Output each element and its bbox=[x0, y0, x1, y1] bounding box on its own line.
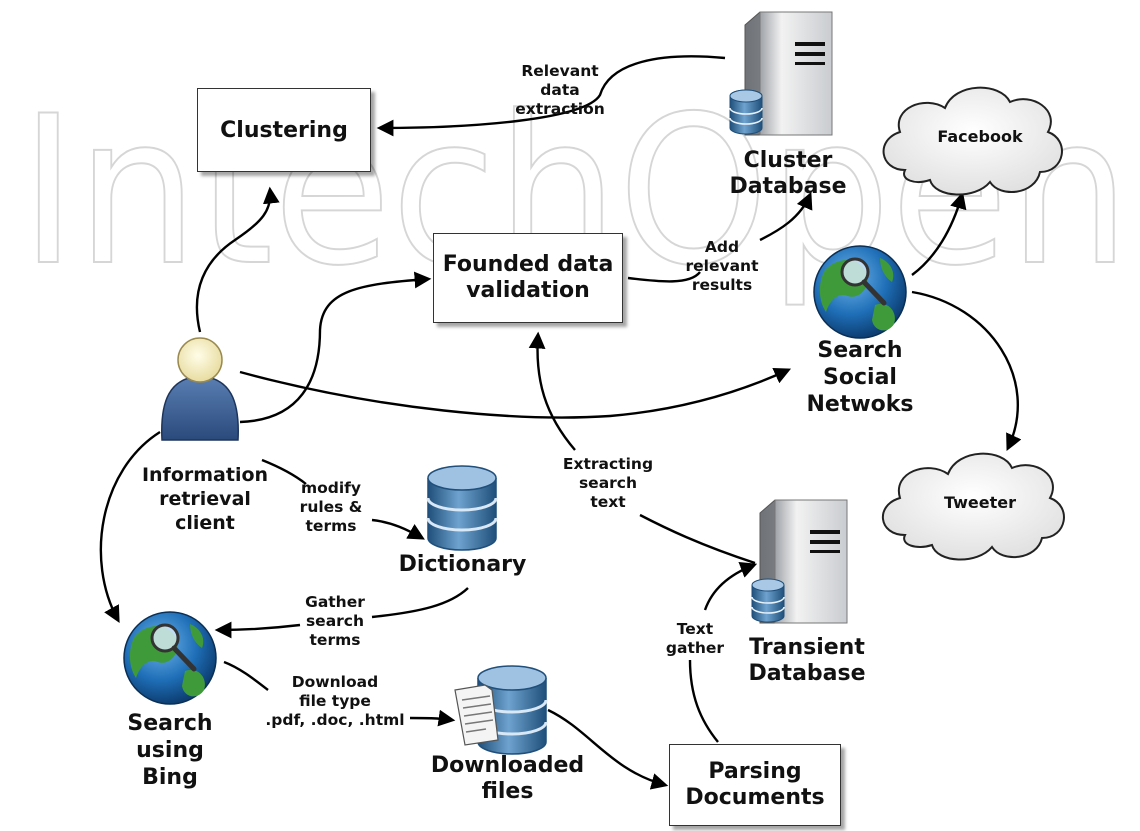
edge-parsing-transient bbox=[688, 659, 719, 743]
document-icon bbox=[454, 684, 499, 746]
edges bbox=[99, 55, 1022, 790]
dictionary-database-icon[interactable] bbox=[426, 465, 498, 551]
edge-dictionary-bing bbox=[371, 587, 469, 619]
edge-label-modify-rules: modify rules & terms bbox=[299, 479, 363, 535]
tweeter-label: Tweeter bbox=[943, 493, 1017, 512]
edge-social-facebook bbox=[911, 191, 967, 276]
clustering-label: Clustering bbox=[220, 117, 348, 143]
edge-relevant-data bbox=[376, 55, 726, 137]
edge-client-social bbox=[239, 367, 792, 419]
tweeter-cloud[interactable] bbox=[882, 452, 1065, 561]
edge-client-clustering bbox=[195, 186, 280, 333]
edge-label-gather-terms: Gather search terms bbox=[305, 593, 365, 649]
client-label: Information retrieval client bbox=[141, 464, 269, 534]
transient-database-icon[interactable] bbox=[751, 499, 848, 624]
downloaded-files-label: Downloaded files bbox=[430, 753, 585, 804]
dictionary-label: Dictionary bbox=[398, 552, 527, 577]
edge-social-tweeter bbox=[911, 290, 1022, 452]
parsing-label-line2: Documents bbox=[685, 785, 825, 810]
facebook-label: Facebook bbox=[937, 127, 1023, 146]
edge-label-download-type: Download file type .pdf, .doc, .html bbox=[265, 673, 405, 729]
facebook-cloud[interactable] bbox=[882, 86, 1063, 196]
edge-label-extracting-text: Extracting search text bbox=[562, 455, 654, 511]
edge-client-dictionary bbox=[261, 458, 307, 485]
edge-client-validation bbox=[239, 271, 432, 424]
validation-label-line1: Founded data bbox=[442, 251, 614, 277]
search-bing-globe-icon[interactable] bbox=[123, 611, 217, 705]
parsing-label-line1: Parsing bbox=[708, 758, 802, 784]
cluster-database-label: Cluster Database bbox=[729, 148, 847, 199]
search-social-globe-icon[interactable] bbox=[813, 245, 907, 339]
edge-validation-clusterdb bbox=[627, 271, 701, 283]
downloaded-files-icon[interactable] bbox=[454, 665, 548, 755]
edge-label-add-results: Add relevant results bbox=[685, 238, 759, 294]
search-social-label: Search Social Netwoks bbox=[806, 338, 914, 417]
user-icon[interactable] bbox=[161, 337, 239, 441]
edge-bing-downloaded bbox=[223, 660, 269, 691]
cluster-database-icon[interactable] bbox=[729, 11, 833, 136]
edge-downloaded-parsing bbox=[547, 708, 669, 790]
founded-data-validation-box[interactable]: Founded data validation bbox=[433, 233, 623, 323]
clustering-box[interactable]: Clustering bbox=[197, 88, 371, 172]
edge-transient-validation bbox=[639, 513, 756, 565]
transient-database-label: Transient Database bbox=[748, 635, 866, 686]
edge-label-relevant-data: Relevant data extraction bbox=[515, 62, 605, 118]
edge-label-text-gather: Text gather bbox=[665, 620, 725, 657]
validation-label-line2: validation bbox=[466, 278, 590, 303]
parsing-documents-box[interactable]: Parsing Documents bbox=[669, 744, 841, 826]
edge-client-bing bbox=[99, 430, 161, 623]
search-bing-label: Search using Bing bbox=[127, 711, 213, 790]
